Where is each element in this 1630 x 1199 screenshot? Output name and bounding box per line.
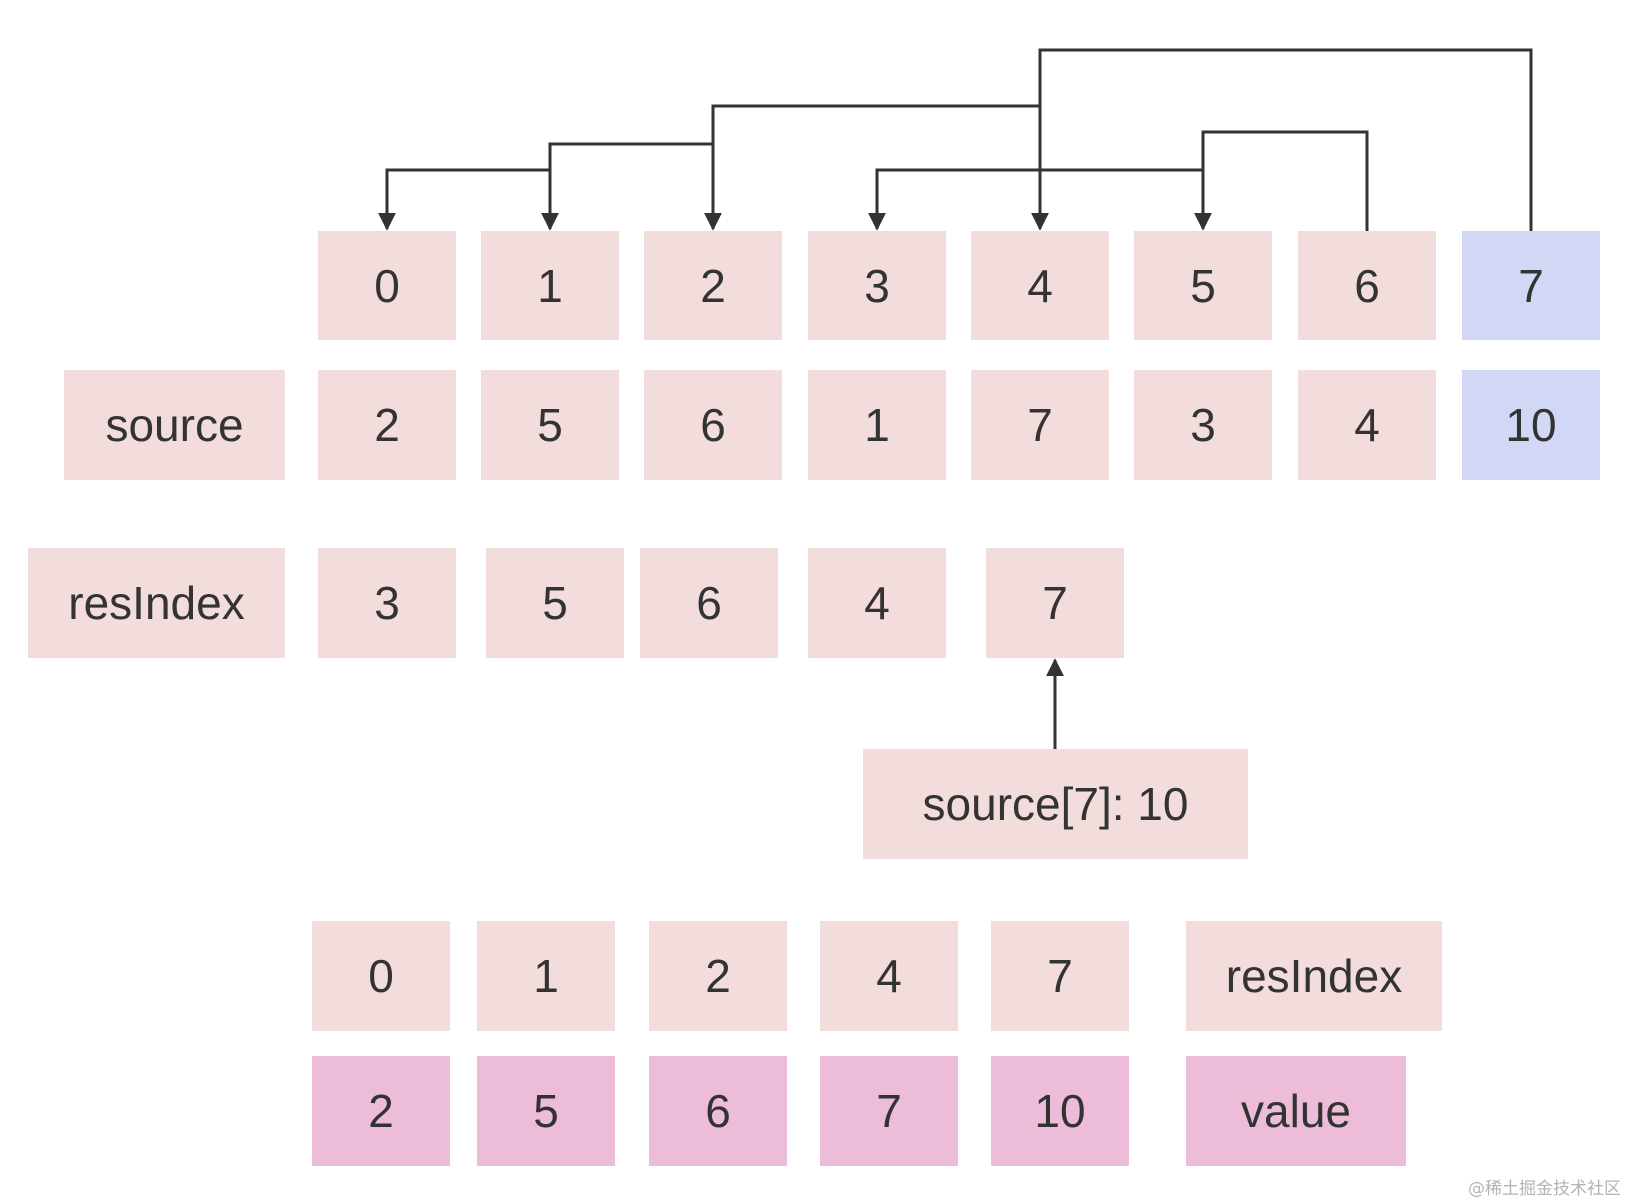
source-cell: 1 bbox=[808, 370, 946, 480]
link-arrow-6-to-5 bbox=[1194, 130, 1369, 231]
result-index-cell: 2 bbox=[649, 921, 787, 1031]
index-cell: 4 bbox=[971, 231, 1109, 340]
link-arrow-1-to-0 bbox=[378, 168, 550, 231]
watermark: @稀土掘金技术社区 bbox=[1468, 1179, 1621, 1199]
source-cell: 4 bbox=[1298, 370, 1436, 480]
index-cell: 0 bbox=[318, 231, 456, 340]
link-arrow-2-to-1 bbox=[541, 142, 713, 231]
result-index-label: resIndex bbox=[1186, 921, 1442, 1031]
note-box: source[7]: 10 bbox=[863, 749, 1248, 859]
result-index-cell: 1 bbox=[477, 921, 615, 1031]
result-value-cell: 6 bbox=[649, 1056, 787, 1166]
resindex-cell: 5 bbox=[486, 548, 624, 658]
index-cell: 1 bbox=[481, 231, 619, 340]
result-value-cell: 5 bbox=[477, 1056, 615, 1166]
result-index-cell: 0 bbox=[312, 921, 450, 1031]
source-cell: 7 bbox=[971, 370, 1109, 480]
link-arrow-7-to-4 bbox=[1031, 48, 1533, 231]
result-value-cell: 10 bbox=[991, 1056, 1129, 1166]
source-cell: 6 bbox=[644, 370, 782, 480]
source-cell: 5 bbox=[481, 370, 619, 480]
index-cell: 2 bbox=[644, 231, 782, 340]
result-value-cell: 7 bbox=[820, 1056, 958, 1166]
result-index-cell: 4 bbox=[820, 921, 958, 1031]
index-cell: 3 bbox=[808, 231, 946, 340]
index-cell: 5 bbox=[1134, 231, 1272, 340]
source-cell: 2 bbox=[318, 370, 456, 480]
resindex-cell: 3 bbox=[318, 548, 456, 658]
link-arrow-4-to-2 bbox=[704, 104, 1040, 231]
link-arrow-5-to-3 bbox=[868, 168, 1203, 231]
result-value-cell: 2 bbox=[312, 1056, 450, 1166]
index-cell: 6 bbox=[1298, 231, 1436, 340]
resindex-cell: 4 bbox=[808, 548, 946, 658]
source-label: source bbox=[64, 370, 285, 480]
index-cell: 7 bbox=[1462, 231, 1600, 340]
resindex-cell: 7 bbox=[986, 548, 1124, 658]
resindex-label: resIndex bbox=[28, 548, 285, 658]
resindex-cell: 6 bbox=[640, 548, 778, 658]
source-cell: 3 bbox=[1134, 370, 1272, 480]
source-cell: 10 bbox=[1462, 370, 1600, 480]
result-index-cell: 7 bbox=[991, 921, 1129, 1031]
result-value-label: value bbox=[1186, 1056, 1406, 1166]
